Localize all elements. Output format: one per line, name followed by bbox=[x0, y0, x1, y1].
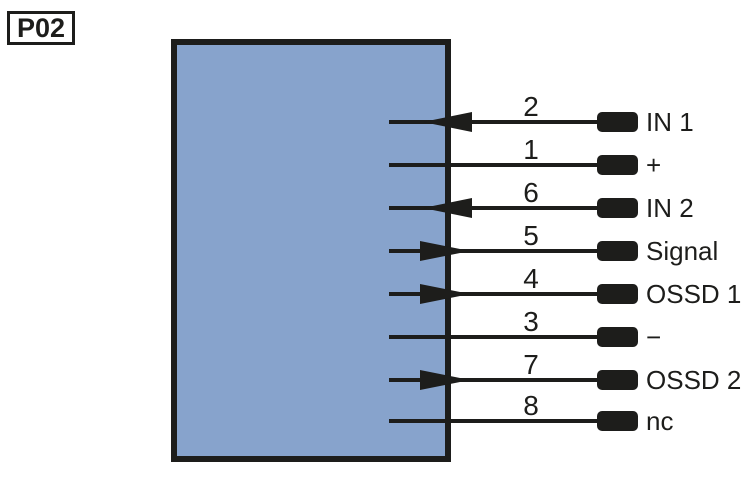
pin-label: Signal bbox=[646, 236, 719, 266]
pin-terminal bbox=[597, 327, 638, 347]
arrow-icon bbox=[423, 112, 472, 132]
wire-line bbox=[389, 163, 601, 167]
pin-terminal bbox=[597, 411, 638, 431]
pin-number: 5 bbox=[523, 220, 539, 251]
pin-number: 2 bbox=[523, 91, 539, 122]
wire-line bbox=[389, 206, 601, 210]
pin-terminal bbox=[597, 155, 638, 175]
pin-terminal bbox=[597, 112, 638, 132]
arrow-icon bbox=[423, 198, 472, 218]
wire-line bbox=[389, 335, 601, 339]
arrow-icon bbox=[420, 241, 470, 261]
diagram-id-label: P02 bbox=[16, 12, 66, 43]
arrow-icon bbox=[420, 284, 470, 304]
pin-number: 6 bbox=[523, 177, 539, 208]
pin-label: − bbox=[646, 322, 662, 352]
pin-terminal bbox=[597, 370, 638, 390]
wire-line bbox=[389, 249, 601, 253]
wire-line bbox=[389, 120, 601, 124]
pin-number: 4 bbox=[523, 263, 539, 294]
pin-number: 1 bbox=[523, 134, 539, 165]
pin-terminal bbox=[597, 198, 638, 218]
wire-line bbox=[389, 292, 601, 296]
arrow-icon bbox=[420, 370, 470, 390]
pin-label: OSSD 1 bbox=[646, 279, 742, 309]
pin-terminal bbox=[597, 241, 638, 261]
pin-label: IN 1 bbox=[646, 107, 694, 137]
pin-label: nc bbox=[646, 406, 674, 436]
diagram-id-badge: P02 bbox=[7, 11, 75, 45]
pin-label: IN 2 bbox=[646, 193, 694, 223]
pin-terminal bbox=[597, 284, 638, 304]
wire-line bbox=[389, 378, 601, 382]
pin-label: + bbox=[646, 150, 662, 180]
pin-number: 8 bbox=[523, 390, 539, 421]
pin-label: OSSD 2 bbox=[646, 365, 742, 395]
wire-line bbox=[389, 419, 601, 423]
pin-number: 7 bbox=[523, 349, 539, 380]
pin-number: 3 bbox=[523, 306, 539, 337]
